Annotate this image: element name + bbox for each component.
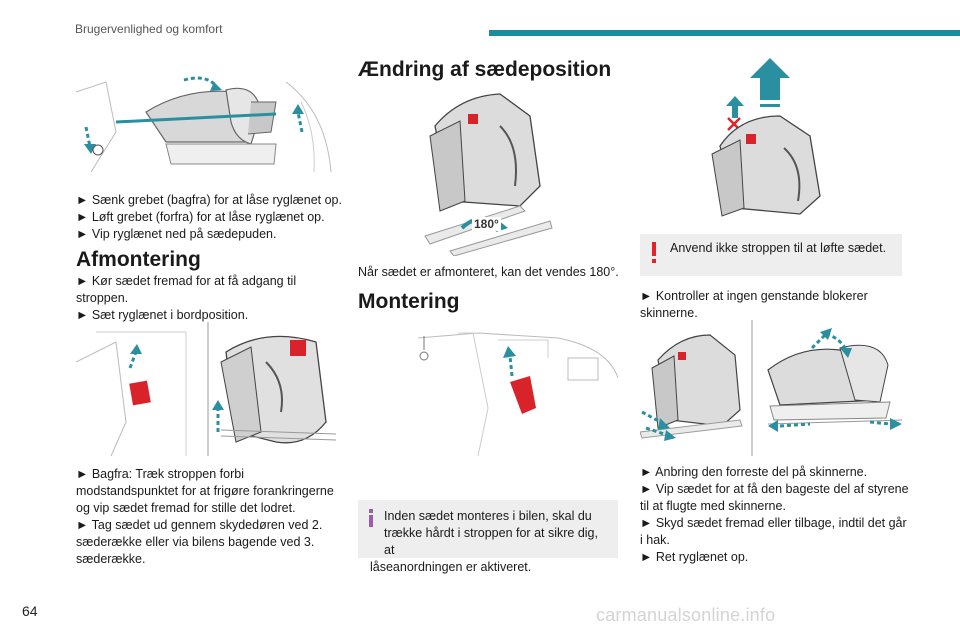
- step-text: ► Anbring den forreste del på skinnerne.: [640, 465, 868, 479]
- step-text: til at flugte med skinnerne.: [640, 499, 786, 513]
- step-text: og vip sædet fremad for stille det lodre…: [76, 501, 296, 515]
- illustration-strap-check: [418, 318, 618, 456]
- step-text: ► Tag sædet ud gennem skydedøren ved 2.: [76, 518, 323, 532]
- step-text: ► Sænk grebet (bagfra) for at låse ryglæ…: [76, 193, 342, 207]
- page-number: 64: [22, 603, 38, 619]
- info-icon: [366, 509, 376, 527]
- heading-mounting: Montering: [358, 290, 460, 313]
- steps-install: ► Anbring den forreste del på skinnerne.…: [640, 464, 920, 566]
- rotation-caption: Når sædet er afmonteret, kan det vendes …: [358, 265, 619, 279]
- info-note-line: låseanordningen er aktiveret.: [370, 560, 532, 574]
- step-text: ► Sæt ryglænet i bordposition.: [76, 308, 249, 322]
- warning-note: Anvend ikke stroppen til at løfte sædet.: [640, 234, 902, 276]
- step-text: sæderække.: [76, 552, 146, 566]
- steps-strap: ► Bagfra: Træk stroppen forbi modstandsp…: [76, 466, 361, 568]
- info-note-line: Inden sædet monteres i bilen, skal du: [384, 509, 592, 523]
- warning-note-text: Anvend ikke stroppen til at løfte sædet.: [670, 241, 887, 255]
- watermark: carmanualsonline.info: [596, 605, 776, 625]
- step-text: modstandspunktet for at frigøre forankri…: [76, 484, 334, 498]
- illustration-seat-install: [640, 320, 904, 456]
- info-note-line: trække hårdt i stroppen for at sikre dig…: [384, 526, 598, 557]
- step-text: i hak.: [640, 533, 670, 547]
- step-text: sæderække eller via bilens bagende ved 3…: [76, 535, 315, 549]
- header-accent-bar: [489, 30, 960, 36]
- step-text: ► Vip ryglænet ned på sædepuden.: [76, 227, 277, 241]
- section-title: Brugervenlighed og komfort: [75, 22, 223, 36]
- step-text: stroppen.: [76, 291, 129, 305]
- rotation-angle-label: 180°: [472, 217, 501, 231]
- step-text: ► Skyd sædet fremad eller tilbage, indti…: [640, 516, 907, 530]
- info-note: Inden sædet monteres i bilen, skal du tr…: [358, 500, 618, 574]
- heading-seat-position: Ændring af sædeposition: [358, 58, 612, 81]
- warning-icon: [650, 242, 658, 264]
- step-text: ► Ret ryglænet op.: [640, 550, 749, 564]
- step-text: ► Kontroller at ingen genstande blokerer: [640, 289, 868, 303]
- illustration-no-lift-by-strap: [700, 56, 840, 220]
- step-text: skinnerne.: [640, 306, 698, 320]
- step-text: ► Vip sædet for at få den bageste del af…: [640, 482, 909, 496]
- steps-backrest: ► Sænk grebet (bagfra) for at låse ryglæ…: [76, 192, 356, 243]
- step-check-rails: ► Kontroller at ingen genstande blokerer…: [640, 288, 910, 322]
- illustration-backrest-release: [76, 72, 336, 178]
- step-text: ► Løft grebet (forfra) for at låse ryglæ…: [76, 210, 325, 224]
- step-text: ► Bagfra: Træk stroppen forbi: [76, 467, 244, 481]
- illustration-strap-release: [76, 322, 340, 456]
- steps-removal: ► Kør sædet fremad for at få adgang til …: [76, 273, 356, 324]
- step-text: ► Kør sædet fremad for at få adgang til: [76, 274, 297, 288]
- heading-removal: Afmontering: [76, 248, 201, 271]
